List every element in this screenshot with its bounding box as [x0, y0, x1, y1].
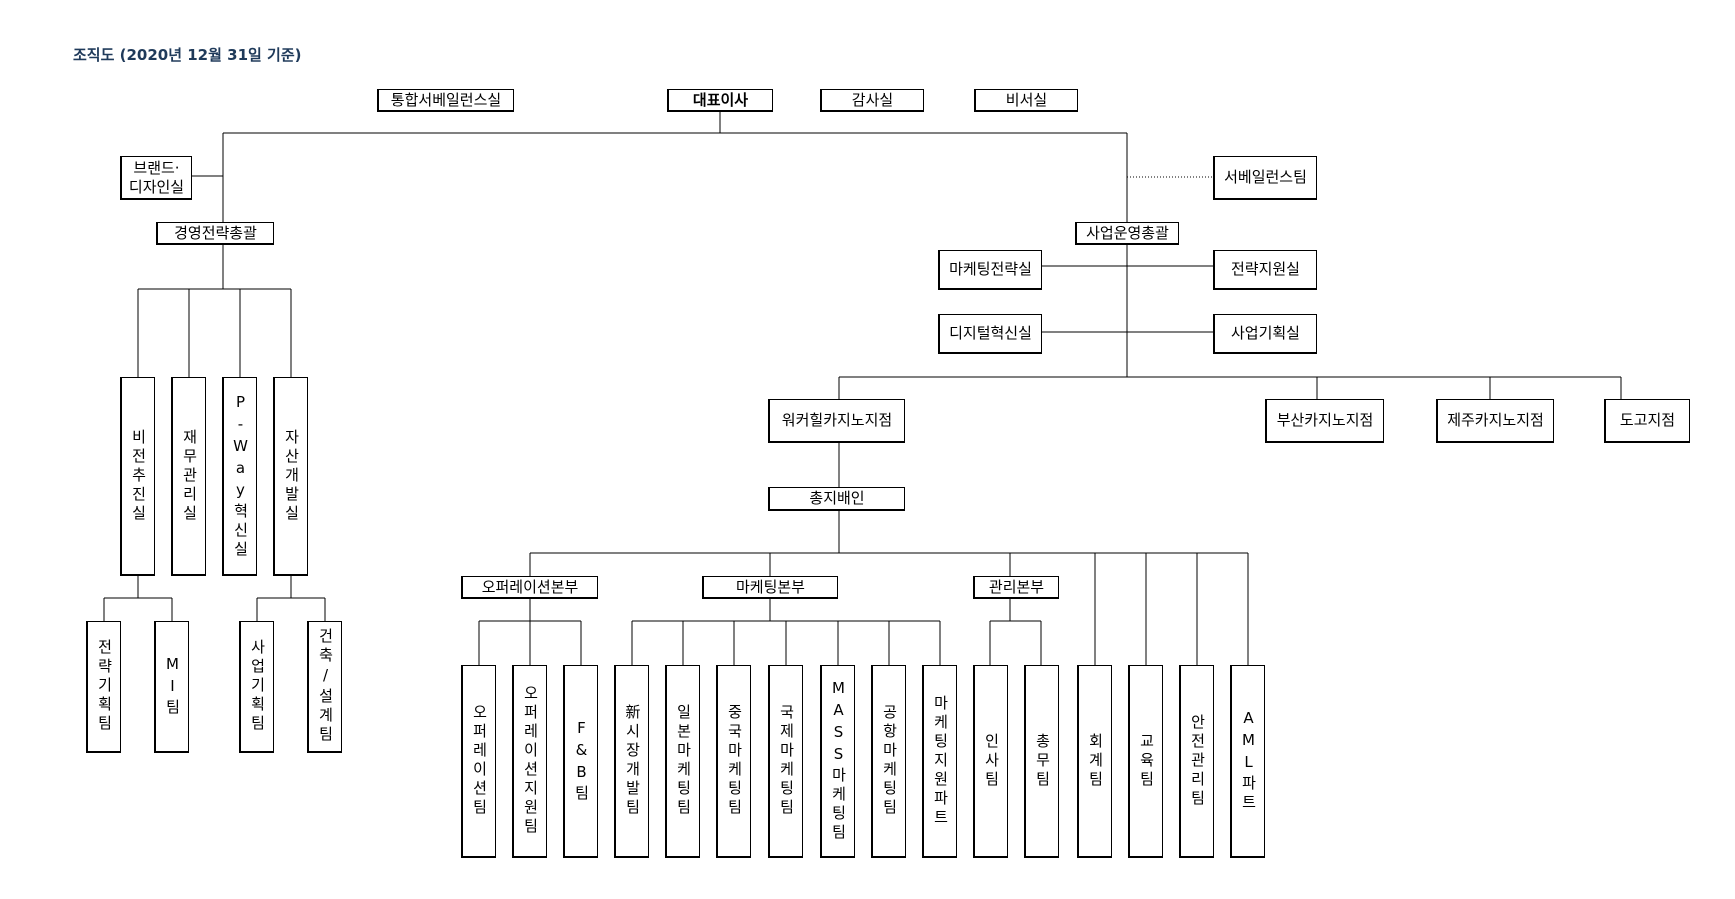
operations-support-team-box: 오퍼레이션지원팀	[512, 665, 547, 858]
asset-dev-office-box: 자산개발실	[273, 377, 308, 576]
branch-jeju-box: 제주카지노지점	[1436, 399, 1554, 443]
ceo-box: 대표이사	[667, 89, 773, 112]
business-planning-box: 사업기획실	[1213, 314, 1317, 354]
aml-part-box: AML파트	[1230, 665, 1265, 858]
brand-design-box: 브랜드· 디자인실	[120, 156, 192, 200]
vertical-label: 자산개발실	[282, 428, 301, 524]
page-title: 조직도 (2020년 12월 31일 기준)	[73, 46, 302, 64]
mi-team-box: MI팀	[154, 621, 189, 753]
safety-team-box: 안전관리팀	[1179, 665, 1214, 858]
branch-walkerhill-box: 워커힐카지노지점	[768, 399, 905, 443]
pway-office-box: P-Way혁신실	[222, 377, 257, 576]
operations-division-box: 오퍼레이션본부	[461, 576, 598, 599]
audit-box: 감사실	[820, 89, 924, 112]
vertical-label: 일본마케팅팀	[674, 704, 693, 818]
vertical-label: F&B팀	[572, 718, 591, 804]
china-marketing-team-box: 중국마케팅팀	[716, 665, 751, 858]
business-ops-box: 사업운영총괄	[1075, 222, 1179, 245]
business-planning-team-box: 사업기획팀	[239, 621, 274, 753]
hr-team-box: 인사팀	[973, 665, 1008, 858]
secretary-box: 비서실	[974, 89, 1078, 112]
marketing-division-box: 마케팅본부	[702, 576, 838, 599]
operations-team-box: 오퍼레이션팀	[461, 665, 496, 858]
mass-marketing-team-box: MASS마케팅팀	[820, 665, 855, 858]
vertical-label: P-Way혁신실	[231, 392, 250, 560]
strategy-planning-team-box: 전략기획팀	[86, 621, 121, 753]
vertical-label: 국제마케팅팀	[777, 704, 796, 818]
vertical-label: 교육팀	[1137, 732, 1156, 790]
vertical-label: MI팀	[163, 655, 182, 718]
vertical-label: AML파트	[1239, 709, 1258, 813]
admin-division-box: 관리본부	[973, 576, 1059, 599]
vertical-label: 전략기획팀	[95, 639, 114, 734]
accounting-team-box: 회계팀	[1077, 665, 1112, 858]
vertical-label: 新시장개발팀	[623, 704, 642, 818]
vertical-label: 건축/설계팀	[316, 628, 335, 745]
branch-dogo-box: 도고지점	[1604, 399, 1690, 443]
surveillance-team-box: 서베일런스팀	[1213, 156, 1317, 200]
branch-busan-box: 부산카지노지점	[1265, 399, 1384, 443]
vertical-label: 오퍼레이션지원팀	[521, 685, 540, 837]
marketing-strategy-box: 마케팅전략실	[938, 250, 1042, 290]
integrated-surveillance-box: 통합서베일런스실	[377, 89, 514, 112]
general-affairs-team-box: 총무팀	[1024, 665, 1059, 858]
vertical-label: 재무관리실	[180, 428, 199, 524]
intl-marketing-team-box: 국제마케팅팀	[768, 665, 803, 858]
fnb-team-box: F&B팀	[563, 665, 598, 858]
airport-marketing-team-box: 공항마케팅팀	[871, 665, 906, 858]
digital-innovation-box: 디지털혁신실	[938, 314, 1042, 354]
vertical-label: 공항마케팅팀	[880, 704, 899, 818]
vertical-label: 사업기획팀	[248, 639, 267, 734]
vertical-label: 마케팅지원파트	[931, 694, 950, 828]
new-market-team-box: 新시장개발팀	[614, 665, 649, 858]
vertical-label: 중국마케팅팀	[725, 704, 744, 818]
architecture-team-box: 건축/설계팀	[307, 621, 342, 753]
vertical-label: MASS마케팅팀	[829, 679, 848, 843]
education-team-box: 교육팀	[1128, 665, 1163, 858]
strategy-support-box: 전략지원실	[1213, 250, 1317, 290]
vertical-label: 총무팀	[1033, 732, 1052, 790]
marketing-support-part-box: 마케팅지원파트	[922, 665, 957, 858]
japan-marketing-team-box: 일본마케팅팀	[665, 665, 700, 858]
vertical-label: 오퍼레이션팀	[470, 704, 489, 818]
vision-office-box: 비전추진실	[120, 377, 155, 576]
finance-office-box: 재무관리실	[171, 377, 206, 576]
vertical-label: 인사팀	[982, 732, 1001, 790]
vertical-label: 안전관리팀	[1188, 713, 1207, 809]
vertical-label: 회계팀	[1086, 732, 1105, 790]
vertical-label: 비전추진실	[129, 428, 148, 524]
general-manager-box: 총지배인	[768, 487, 905, 511]
management-strategy-box: 경영전략총괄	[156, 222, 274, 245]
